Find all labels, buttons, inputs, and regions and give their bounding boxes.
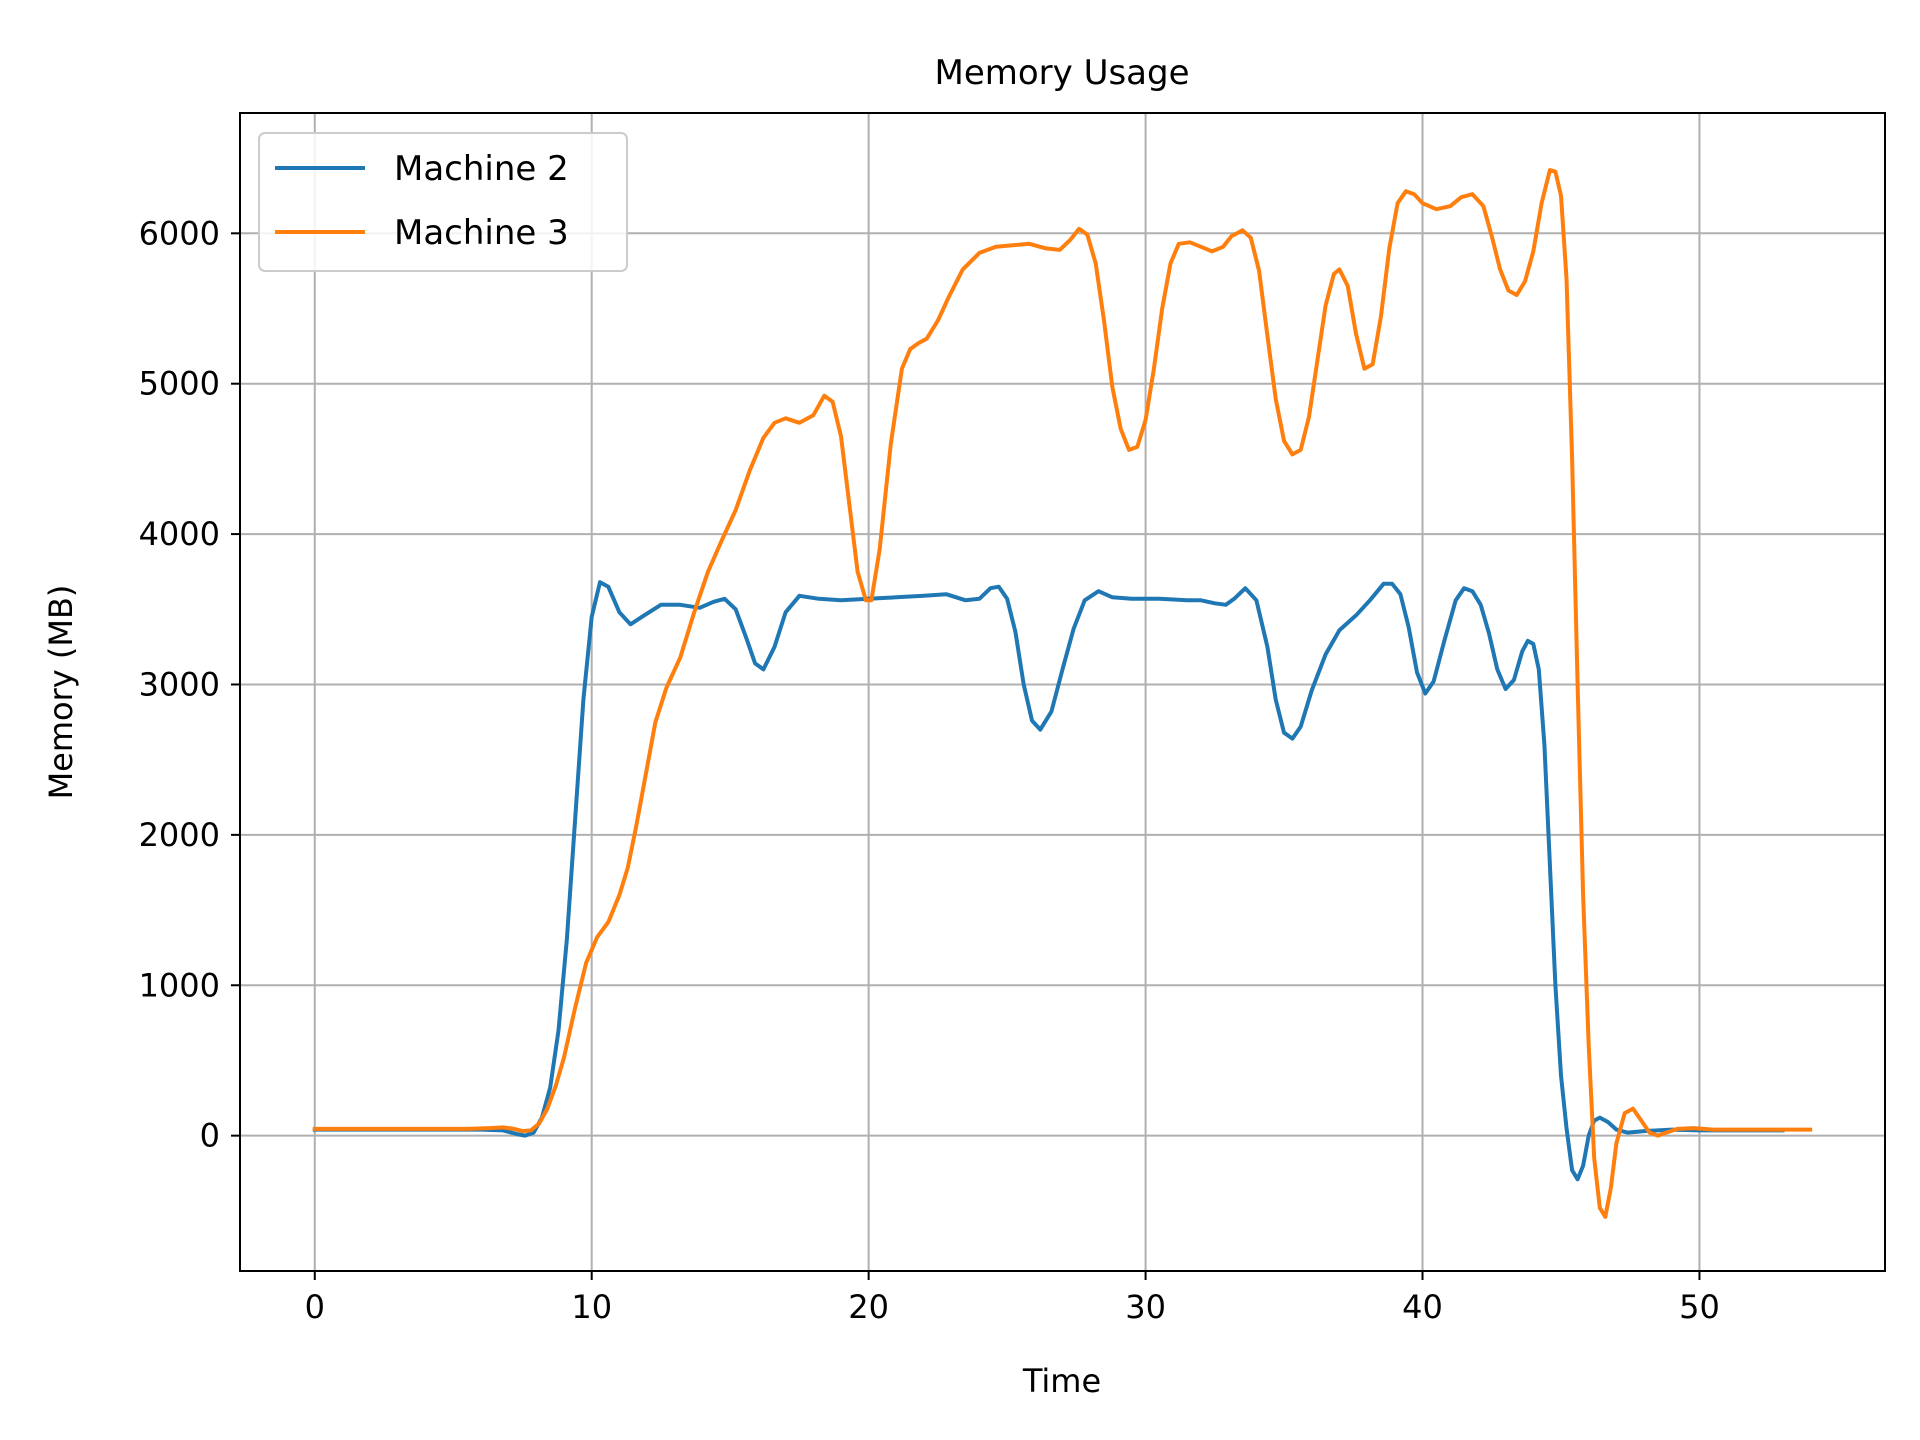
y-tick-label: 4000 bbox=[139, 515, 220, 553]
axis-ticks: 0 10 20 30 40 50 0 1000 2000 3000 4000 5000 6000 bbox=[139, 214, 1720, 1326]
y-tick-label: 0 bbox=[200, 1117, 220, 1155]
x-axis-label: Time bbox=[1022, 1362, 1101, 1400]
x-tick-label: 30 bbox=[1125, 1288, 1166, 1326]
plot-frame bbox=[239, 112, 1886, 1272]
x-tick-label: 40 bbox=[1402, 1288, 1443, 1326]
y-axis-label: Memory (MB) bbox=[42, 585, 80, 800]
y-tick-label: 3000 bbox=[139, 665, 220, 703]
series-line-machine-3 bbox=[312, 168, 1813, 1219]
legend: Machine 2 Machine 3 bbox=[258, 132, 628, 272]
chart-title: Memory Usage bbox=[934, 53, 1189, 93]
grid-lines bbox=[240, 113, 1885, 1271]
x-tick-label: 50 bbox=[1679, 1288, 1720, 1326]
legend-label-machine-2: Machine 2 bbox=[394, 149, 569, 189]
series-line-machine-2 bbox=[312, 580, 1785, 1182]
y-tick-label: 1000 bbox=[139, 966, 220, 1004]
x-tick-label: 20 bbox=[848, 1288, 889, 1326]
x-tick-label: 10 bbox=[571, 1288, 612, 1326]
y-tick-label: 2000 bbox=[139, 816, 220, 854]
x-tick-label: 0 bbox=[305, 1288, 325, 1326]
y-tick-label: 5000 bbox=[139, 365, 220, 403]
legend-label-machine-3: Machine 3 bbox=[394, 213, 569, 253]
series-lines bbox=[312, 168, 1813, 1219]
y-tick-label: 6000 bbox=[139, 214, 220, 252]
